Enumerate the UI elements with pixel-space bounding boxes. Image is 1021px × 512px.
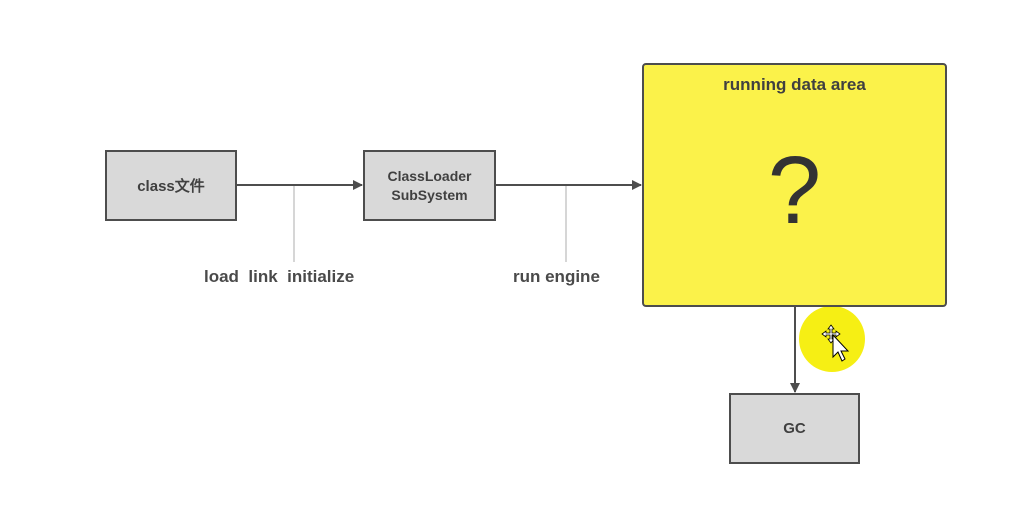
class-file-label: class文件 [137, 178, 205, 195]
running-data-area-node: running data area ? [642, 63, 947, 307]
edge-label-run-engine: run engine [513, 267, 600, 286]
classloader-subsystem-node: ClassLoader SubSystem [363, 150, 496, 221]
edge-label-load-link-initialize: load link initialize [204, 267, 355, 286]
running-data-area-title: running data area [723, 75, 866, 94]
move-cursor-icon [821, 324, 850, 362]
class-file-node: class文件 [105, 150, 237, 221]
gc-node: GC [729, 393, 860, 464]
unknown-question-mark: ? [767, 137, 822, 244]
classloader-label-line1: ClassLoader [387, 167, 472, 184]
classloader-label-line2: SubSystem [391, 186, 468, 203]
gc-label: GC [783, 420, 806, 437]
